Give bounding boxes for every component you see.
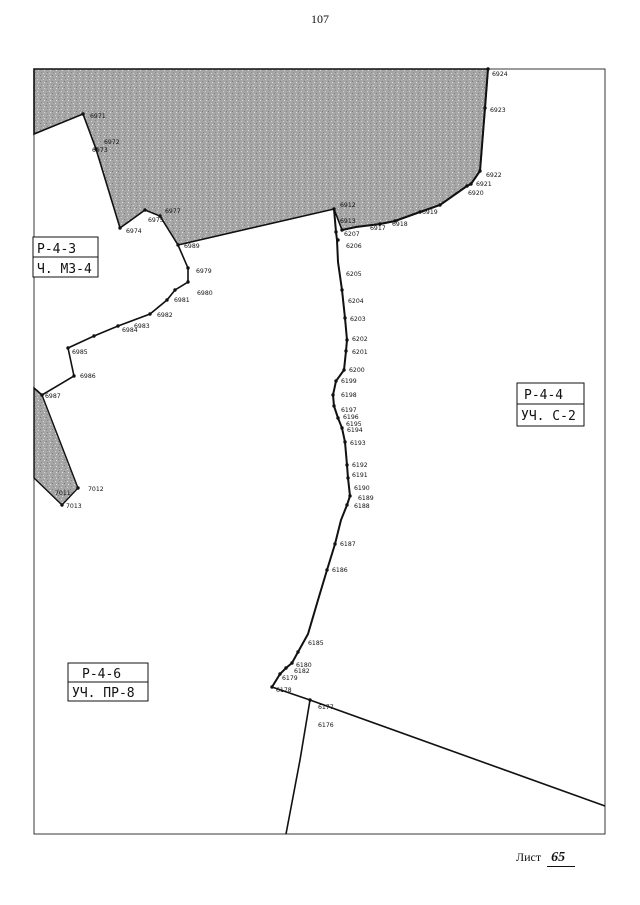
point-label: 6984	[122, 327, 138, 334]
boundary-left	[33, 244, 189, 396]
zone-code: Р-4-6	[82, 667, 121, 682]
point-label: 6972	[104, 139, 120, 146]
point-label: 6207	[344, 231, 360, 238]
point-label: 7011	[55, 490, 71, 497]
point-label: 6176	[318, 722, 334, 729]
point-label: 6195	[346, 421, 362, 428]
point-label: 7012	[88, 486, 104, 493]
page-number: 107	[311, 12, 329, 26]
point-label: 6196	[343, 414, 359, 421]
zone-sub: Ч. МЗ-4	[37, 262, 92, 277]
point-label: 6985	[72, 349, 88, 356]
point-label: 6917	[370, 225, 386, 232]
point-label: 6980	[197, 290, 213, 297]
point-label: 6987	[45, 393, 61, 400]
point-label: 6977	[165, 208, 181, 215]
point-label: 6177	[318, 704, 334, 711]
point-label: 6918	[392, 221, 408, 228]
point-label: 6979	[196, 268, 212, 275]
zone-label-r43: Р-4-3 Ч. МЗ-4	[32, 236, 99, 278]
point-label: 6192	[352, 462, 368, 469]
point-label: 6922	[486, 172, 502, 179]
point-label: 6190	[354, 485, 370, 492]
shaded-area-top	[33, 68, 489, 246]
point-label: 6975	[148, 217, 164, 224]
point-label: 6179	[282, 675, 298, 682]
point-label: 6913	[340, 218, 356, 225]
point-label: 6178	[276, 687, 292, 694]
point-label: 7013	[66, 503, 82, 510]
zone-code: Р-4-3	[37, 242, 76, 257]
point-label: 6191	[352, 472, 368, 479]
sheet-number-block: Лист 65	[516, 850, 576, 867]
boundary-main	[271, 208, 352, 688]
point-label: 6187	[340, 541, 356, 548]
point-markers	[40, 67, 490, 702]
zone-sub: УЧ. ПР-8	[72, 686, 135, 701]
point-label: 6974	[126, 228, 142, 235]
point-label: 6924	[492, 71, 508, 78]
sheet-label: Лист	[516, 850, 542, 864]
point-label: 6202	[352, 336, 368, 343]
point-label: 6920	[468, 190, 484, 197]
point-label: 6923	[490, 107, 506, 114]
shaded-area-left	[33, 386, 79, 506]
point-label: 6200	[349, 367, 365, 374]
point-label: 6989	[184, 243, 200, 250]
point-label: 6986	[80, 373, 96, 380]
zone-sub: УЧ. С-2	[521, 409, 576, 424]
sheet-number: 65	[547, 850, 576, 867]
point-label: 6982	[157, 312, 173, 319]
zone-label-r44: Р-4-4 УЧ. С-2	[516, 382, 585, 427]
point-label: 6193	[350, 440, 366, 447]
point-label: 6919	[422, 209, 438, 216]
point-label: 6188	[354, 503, 370, 510]
point-label: 6201	[352, 349, 368, 356]
point-label: 6199	[341, 378, 357, 385]
point-label: 6206	[346, 243, 362, 250]
point-label: 6182	[294, 668, 310, 675]
boundary-lower-down	[285, 699, 311, 835]
point-label: 6971	[90, 113, 106, 120]
point-label: 6198	[341, 392, 357, 399]
point-label: 6204	[348, 298, 364, 305]
point-label: 6189	[358, 495, 374, 502]
zone-label-r46: Р-4-6 УЧ. ПР-8	[67, 662, 149, 702]
point-label: 6197	[341, 407, 357, 414]
point-label: 6921	[476, 181, 492, 188]
zone-code: Р-4-4	[524, 388, 563, 403]
point-label: 6981	[174, 297, 190, 304]
point-label: 6973	[92, 147, 108, 154]
point-label: 6194	[347, 427, 363, 434]
point-label: 6180	[296, 662, 312, 669]
point-label: 6983	[134, 323, 150, 330]
point-label: 6186	[332, 567, 348, 574]
point-label: 6912	[340, 202, 356, 209]
point-label: 6205	[346, 271, 362, 278]
point-label: 6203	[350, 316, 366, 323]
point-labels: 6924 6923 6922 6921 6920 6919 6918 6917 …	[45, 71, 508, 729]
point-label: 6185	[308, 640, 324, 647]
